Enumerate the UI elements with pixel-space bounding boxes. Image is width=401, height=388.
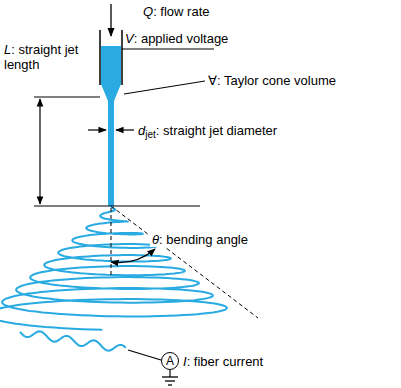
description-label: : fiber current: [187, 354, 264, 369]
voltage-wire: [122, 48, 214, 49]
ground-symbol: [162, 376, 178, 377]
diameter-arrow: [88, 129, 106, 130]
label-group: L: straight jet length: [4, 42, 88, 72]
ammeter-letter: A: [166, 355, 174, 367]
description-label: : straight jet length: [4, 42, 78, 72]
bending-jet: [0, 206, 227, 330]
wire: [128, 350, 161, 360]
label-group: V: applied voltage: [125, 31, 228, 46]
axis-line: [111, 208, 112, 275]
description-label: : straight jet diameter: [156, 123, 277, 138]
needle-wall: [121, 30, 123, 85]
flow-arrow: [110, 4, 111, 36]
fiber-tail: [20, 331, 126, 350]
description-label: : flow rate: [153, 4, 209, 19]
straight-jet: [108, 103, 114, 206]
label-group: I: fiber current: [183, 354, 263, 369]
label-group: ∀: Taylor cone volume: [208, 73, 336, 88]
ammeter-symbol: A: [161, 352, 179, 370]
description-label: ∀: [208, 73, 217, 88]
ground-symbol: [165, 380, 175, 381]
needle-wall: [99, 30, 101, 85]
symbol-label: d: [138, 123, 145, 138]
subscript-label: jet: [145, 129, 156, 140]
length-arrow: [39, 99, 40, 204]
symbol-label: V: [125, 31, 134, 46]
ground-symbol: [168, 384, 172, 385]
symbol-label: I: [183, 354, 187, 369]
taylor-cone: [101, 46, 121, 104]
description-label: : bending angle: [159, 232, 248, 247]
dimension-line: [34, 206, 200, 207]
leader-line: [124, 81, 205, 94]
symbol-label: θ: [152, 232, 159, 247]
envelope-line: [111, 206, 258, 318]
label-group: djet: straight jet diameter: [138, 123, 277, 142]
dimension-line: [34, 97, 100, 98]
angle-arc: [111, 249, 155, 263]
label-group: θ: bending angle: [150, 232, 250, 247]
description-label: : Taylor cone volume: [217, 73, 336, 88]
diameter-arrow: [116, 129, 134, 130]
symbol-label: L: [4, 42, 11, 57]
symbol-label: Q: [143, 4, 153, 19]
description-label: : applied voltage: [134, 31, 229, 46]
wire: [169, 370, 170, 377]
label-group: Q: flow rate: [143, 4, 209, 19]
